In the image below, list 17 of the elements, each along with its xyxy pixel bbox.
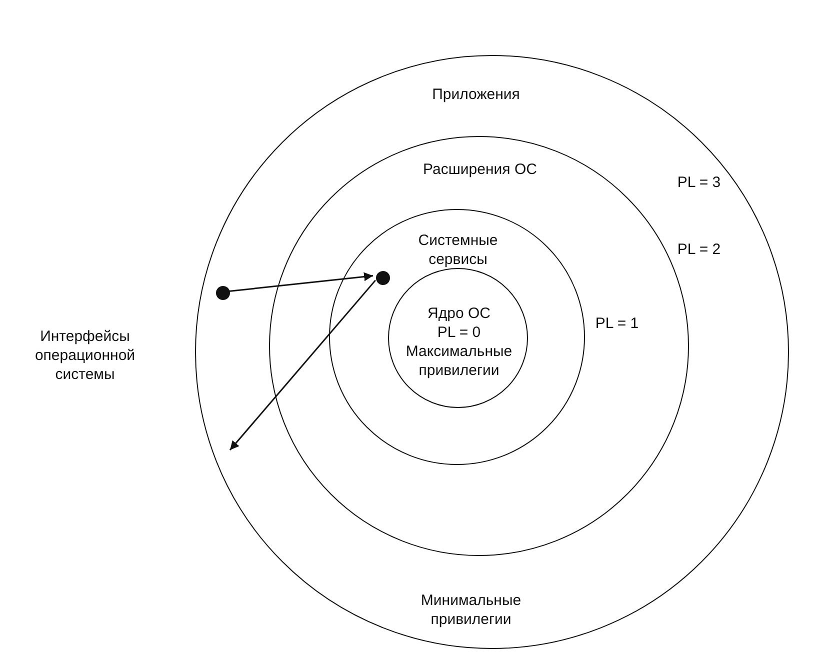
core-label: Ядро ОС bbox=[426, 304, 492, 323]
privilege-level-label: PL = 2 bbox=[676, 240, 722, 259]
privilege-level-label: PL = 0 bbox=[436, 323, 482, 342]
arrow bbox=[229, 280, 376, 450]
privilege-ring bbox=[388, 268, 528, 408]
core-label: Максимальные привилегии bbox=[404, 342, 514, 380]
privilege-level-label: PL = 3 bbox=[676, 173, 722, 192]
ring-label: Приложения bbox=[431, 85, 521, 104]
endpoint-dot bbox=[216, 286, 230, 300]
endpoint-dot bbox=[376, 271, 390, 285]
ring-label: Расширения ОС bbox=[422, 160, 538, 179]
arrow bbox=[228, 272, 374, 292]
privilege-level-label: PL = 1 bbox=[594, 314, 640, 333]
ring-label: Системные сервисы bbox=[417, 231, 499, 269]
ring-label: Минимальные привилегии bbox=[420, 591, 522, 629]
privilege-ring bbox=[195, 55, 789, 649]
side-label: Интерфейсы операционной системы bbox=[34, 327, 136, 384]
